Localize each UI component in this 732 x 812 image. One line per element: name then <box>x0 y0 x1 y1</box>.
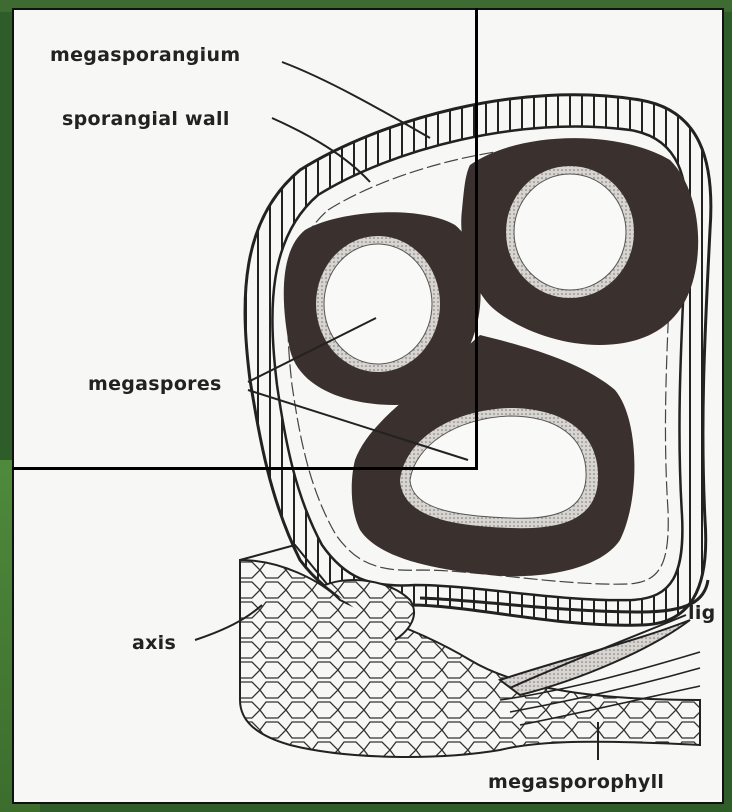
label-sporangial-wall: sporangial wall <box>62 108 230 130</box>
ligule-shape <box>500 620 690 695</box>
label-megaspores: megaspores <box>88 373 222 395</box>
label-megasporangium: megasporangium <box>50 44 240 66</box>
label-megasporophyll: megasporophyll <box>488 771 664 793</box>
label-ligule: lig <box>688 602 716 624</box>
label-axis: axis <box>132 632 176 654</box>
